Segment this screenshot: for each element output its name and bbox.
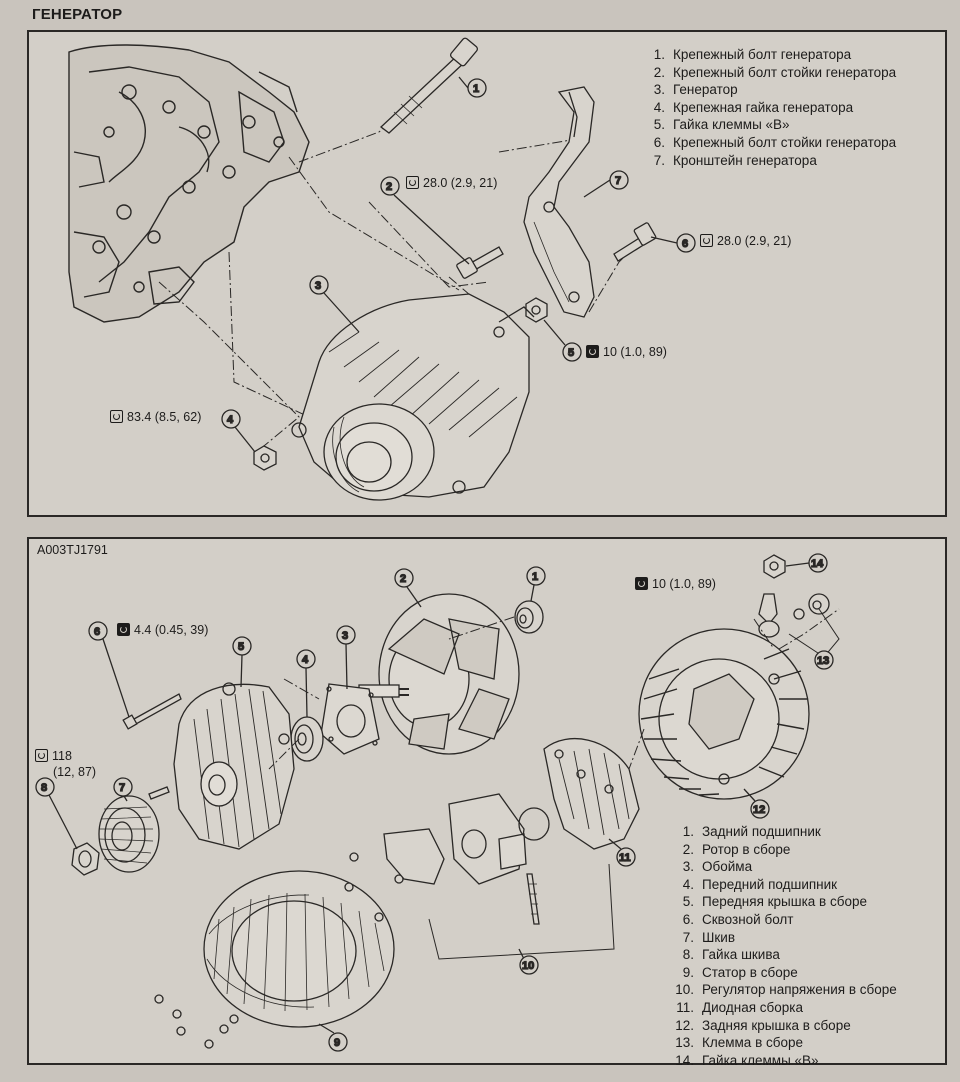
legend-item: 4.Передний подшипник xyxy=(682,876,838,892)
alternator-bracket-drawing xyxy=(523,86,595,318)
torque-wrench-icon xyxy=(586,345,599,358)
callout-2: 2 xyxy=(386,181,392,193)
callout-markers: 1 2 3 4 5 6 7 8 9 10 11 12 13 14 xyxy=(35,553,834,1052)
alternator-drawing xyxy=(291,293,535,501)
stator-drawing xyxy=(203,870,395,1028)
torque-wrench-icon xyxy=(635,577,648,590)
legend-item: 2.Крепежный болт стойки генератора xyxy=(653,64,897,80)
legend-item: 5.Передняя крышка в сборе xyxy=(682,894,867,910)
legend-item: 1.Крепежный болт генератора xyxy=(653,47,852,62)
callout-6: 6 xyxy=(94,626,100,638)
torque-spec-nut-8-line2: (12, 87) xyxy=(53,765,97,779)
callout-1: 1 xyxy=(473,83,479,95)
callout-3: 3 xyxy=(315,280,321,292)
callout-8: 8 xyxy=(41,782,47,794)
legend-item: 3.Обойма xyxy=(682,859,753,875)
callout-13: 13 xyxy=(817,655,829,667)
terminal-assembly-drawing xyxy=(753,593,840,658)
legend-item: 9.Статор в сборе xyxy=(682,964,798,980)
callout-1: 1 xyxy=(532,571,538,583)
callout-12: 12 xyxy=(753,804,765,816)
alternator-mounting-bolt-drawing xyxy=(379,37,479,134)
torque-spec-nut-8-line1: 118 xyxy=(35,749,72,763)
front-cover-drawing xyxy=(173,682,295,850)
callout-11: 11 xyxy=(619,852,631,864)
torque-wrench-icon xyxy=(700,234,713,247)
b-terminal-nut-drawing xyxy=(525,297,548,323)
legend-item: 13.Клемма в сборе xyxy=(675,1035,803,1051)
stay-bolt-right-drawing xyxy=(613,222,657,262)
legend-item: 7.Шкив xyxy=(682,929,735,945)
installation-legend: 1.Крепежный болт генератора 2.Крепежный … xyxy=(637,46,896,169)
legend-item: 4.Крепежная гайка генератора xyxy=(653,99,854,115)
through-bolt-drawing xyxy=(122,693,182,730)
legend-item: 8.Гайка шкива xyxy=(682,947,780,963)
callout-3: 3 xyxy=(342,630,348,642)
pulley-nut-drawing xyxy=(71,842,100,876)
callout-9: 9 xyxy=(334,1037,340,1049)
pulley-drawing xyxy=(98,795,160,873)
exploded-view-panel: A003TJ1791 xyxy=(27,537,947,1068)
legend-item: 14.Гайка клеммы «В» xyxy=(675,1052,819,1068)
legend-item: 5.Гайка клеммы «В» xyxy=(653,117,790,133)
callout-5: 5 xyxy=(568,347,574,359)
torque-wrench-icon xyxy=(406,176,419,189)
legend-item: 3.Генератор xyxy=(653,82,738,98)
callout-14: 14 xyxy=(811,558,824,570)
callout-7: 7 xyxy=(119,782,125,794)
legend-item: 1.Задний подшипник xyxy=(682,824,821,839)
torque-wrench-icon xyxy=(117,623,130,636)
torque-wrench-icon xyxy=(110,410,123,423)
small-screws-drawing xyxy=(154,852,404,1049)
rear-bearing-drawing xyxy=(514,600,544,634)
legend-item: 10.Регулятор напряжения в сборе xyxy=(675,982,897,998)
legend-item: 12.Задняя крышка в сборе xyxy=(675,1017,851,1033)
callout-markers: 1 2 3 4 5 6 7 xyxy=(221,76,696,453)
legend-item: 6.Крепежный болт стойки генератора xyxy=(653,134,897,150)
engine-block-drawing xyxy=(68,44,310,323)
torque-spec-bolt-6: 28.0 (2.9, 21) xyxy=(700,234,791,248)
torque-spec-nut-5: 10 (1.0, 89) xyxy=(586,345,667,359)
figure-id: A003TJ1791 xyxy=(37,543,108,557)
callout-4: 4 xyxy=(227,414,234,426)
alignment-guides xyxy=(268,616,645,770)
callout-7: 7 xyxy=(615,175,621,187)
callout-6: 6 xyxy=(682,238,688,250)
torque-spec-nut-14: 10 (1.0, 89) xyxy=(635,577,716,591)
legend-item: 2.Ротор в сборе xyxy=(682,841,791,857)
front-bearing-drawing xyxy=(290,716,324,762)
stay-bolt-drawing xyxy=(456,246,504,279)
torque-wrench-icon xyxy=(35,749,48,762)
legend-item: 11.Диодная сборка xyxy=(676,999,804,1015)
exploded-view-legend: 1.Задний подшипник 2.Ротор в сборе 3.Обо… xyxy=(666,823,897,1069)
installation-diagram: 1 2 3 4 5 6 7 xyxy=(68,37,696,501)
torque-spec-bolt-2: 28.0 (2.9, 21) xyxy=(406,176,497,190)
exploded-view-diagram: 1 2 3 4 5 6 7 8 9 10 11 12 13 14 xyxy=(35,553,840,1052)
callout-2: 2 xyxy=(400,573,406,585)
callout-4: 4 xyxy=(302,654,309,666)
torque-spec-bolt-6: 4.4 (0.45, 39) xyxy=(117,623,208,637)
callout-10: 10 xyxy=(522,960,534,972)
rotor-drawing xyxy=(358,593,520,755)
alternator-nut-drawing xyxy=(253,445,277,471)
legend-item: 7.Кронштейн генератора xyxy=(653,152,817,168)
b-terminal-nut-exploded-drawing xyxy=(763,554,786,579)
legend-item: 6.Сквозной болт xyxy=(682,911,794,927)
retainer-drawing xyxy=(320,683,380,755)
diode-assembly-drawing xyxy=(543,737,640,850)
voltage-regulator-drawing xyxy=(383,793,615,970)
callout-5: 5 xyxy=(238,641,244,653)
installation-diagram-panel: 1 2 3 4 5 6 7 28.0 (2.9, 21) 28.0 (2.9, … xyxy=(27,30,947,517)
page-title: ГЕНЕРАТОР xyxy=(32,6,123,23)
rear-cover-drawing xyxy=(638,628,810,800)
torque-spec-nut-4: 83.4 (8.5, 62) xyxy=(110,410,201,424)
